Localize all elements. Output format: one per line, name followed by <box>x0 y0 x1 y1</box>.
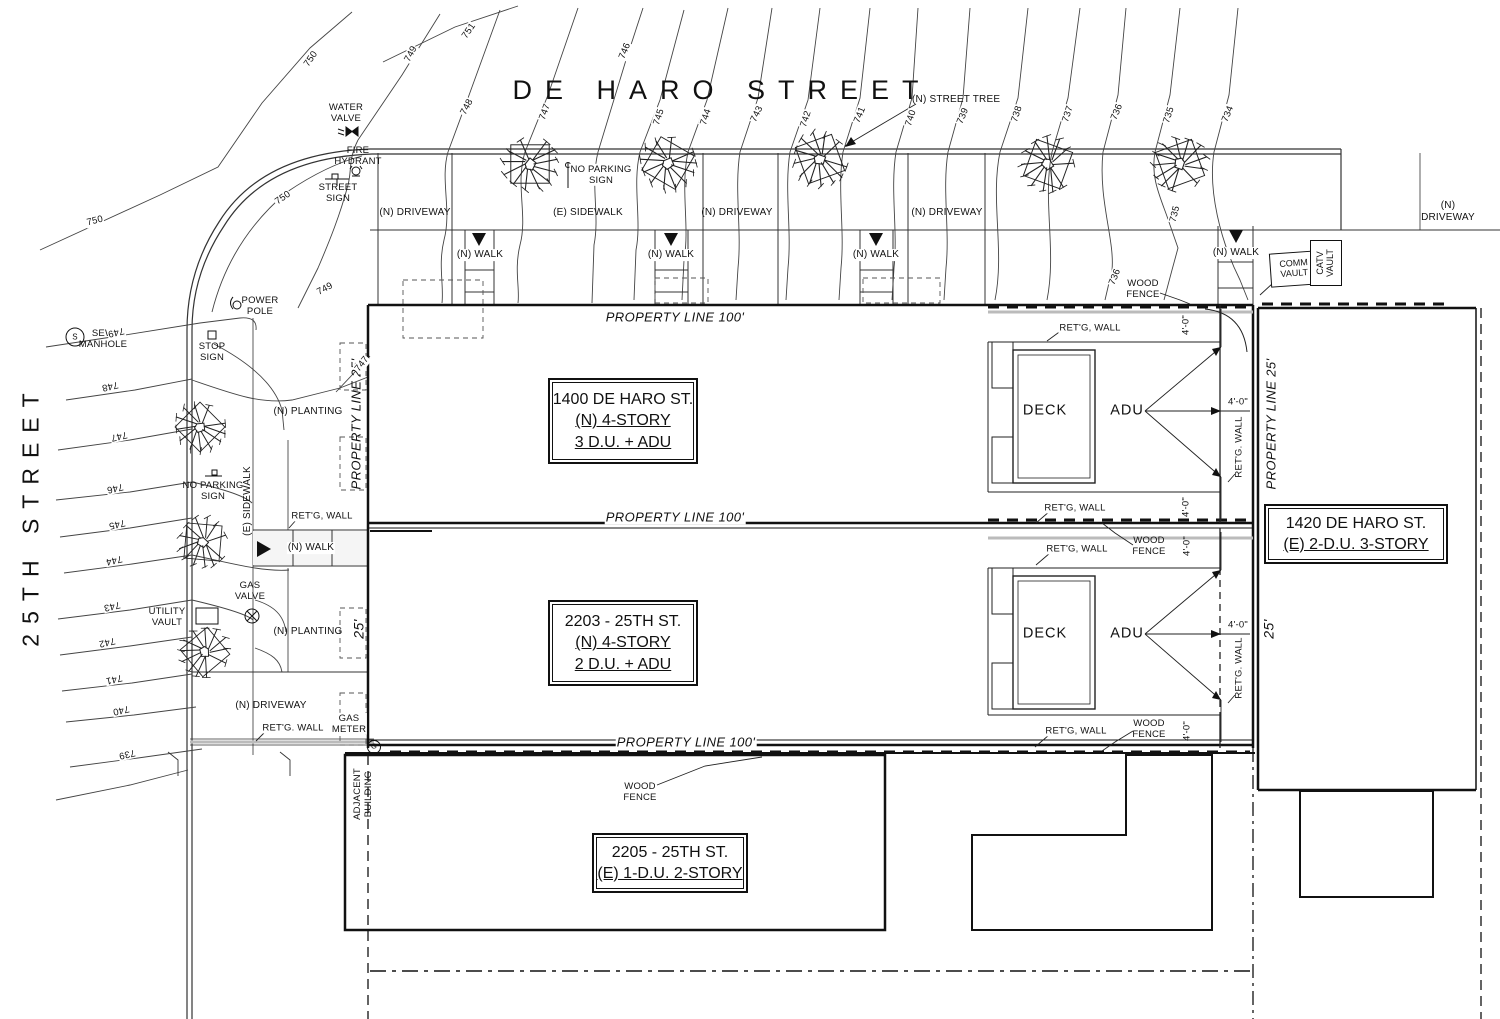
building-1420-line1: 1420 DE HARO ST. <box>1285 514 1427 532</box>
lot-1420 <box>1256 302 1482 1019</box>
walk-arrows <box>257 230 1243 557</box>
street-name-25th: 25TH STREET <box>17 383 44 647</box>
dim-4-0-3: 4'-0" <box>1180 497 1192 517</box>
label-retg-wall-3: RET'G, WALL <box>1045 543 1109 555</box>
label-n-street-tree: (N) STREET TREE <box>912 94 1001 106</box>
property-line-top: PROPERTY LINE 100' <box>604 309 746 325</box>
label-fire-hydrant: FIRE HYDRANT <box>334 144 382 167</box>
label-wood-fence-3: WOOD FENCE <box>1132 717 1166 740</box>
street-name-de-haro: DE HARO STREET <box>512 75 932 106</box>
label-retg-wall-4: RET'G, WALL <box>1044 725 1108 737</box>
label-retg-wall-vert-2: RET'G. WALL <box>1233 637 1245 699</box>
curb-lines <box>186 148 1500 1019</box>
property-line-right-25: PROPERTY LINE 25' <box>1263 358 1279 490</box>
building-label-1420: 1420 DE HARO ST. (E) 2-D.U. 3-STORY <box>1264 504 1448 564</box>
rear-yard-upper <box>987 292 1253 524</box>
label-stop-sign: STOP SIGN <box>198 340 226 363</box>
dim-arrows-upper <box>1211 347 1221 477</box>
label-gas-meter-g: G <box>370 741 378 751</box>
label-sew-manhole: SEW MANHOLE <box>78 327 128 350</box>
label-no-parking-left: NO PARKING SIGN <box>182 479 244 502</box>
building-1400-line2: (N) 4-STORY <box>575 412 671 430</box>
street-tree-arrow <box>845 137 856 147</box>
dim-4-0-4: 4'-0" <box>1181 536 1193 556</box>
label-n-driveway-2: (N) DRIVEWAY <box>701 207 773 219</box>
building-2205-line2: (E) 1-D.U. 2-STORY <box>597 865 743 882</box>
utility-symbols <box>65 126 571 754</box>
dim-arrows-lower <box>1211 570 1221 700</box>
label-no-parking-top: NO PARKING SIGN <box>569 163 633 187</box>
label-e-sidewalk-top: (E) SIDEWALK <box>553 207 623 219</box>
label-gas-meter: GAS METER <box>330 712 368 736</box>
property-line-middle: PROPERTY LINE 100' <box>604 509 746 525</box>
building-1400-line3: 3 D.U. + ADU <box>574 433 672 451</box>
building-2205-line1: 2205 - 25TH ST. <box>611 843 729 861</box>
building-2203-line1: 2203 - 25TH ST. <box>564 613 682 631</box>
label-comm-vault: COMM VAULT <box>1279 257 1309 279</box>
building-label-2203: 2203 - 25TH ST. (N) 4-STORY 2 D.U. + ADU <box>548 600 698 686</box>
property-lines <box>345 303 1255 1019</box>
label-retg-wall-bottom-left: RET'G. WALL <box>261 722 325 734</box>
label-n-walk-2: (N) WALK <box>646 249 696 261</box>
building-2203-line3: 2 D.U. + ADU <box>574 655 672 673</box>
label-adjacent-building: ADJACENT BUILDING <box>351 768 374 820</box>
catv-vault-box: CATV VAULT <box>1310 240 1342 286</box>
label-n-driveway-3: (N) DRIVEWAY <box>911 207 983 219</box>
building-2203-line2: (N) 4-STORY <box>575 634 671 652</box>
label-retg-wall-2: RET'G, WALL <box>1043 502 1107 514</box>
dim-4-0-1: 4'-0" <box>1180 315 1192 335</box>
dim-4-0-2: 4'-0" <box>1227 396 1249 408</box>
label-catv-vault: CATV VAULT <box>1315 249 1335 277</box>
label-power-pole: POWER POLE <box>241 294 279 317</box>
building-1400-line1: 1400 DE HARO ST. <box>552 391 694 409</box>
label-deck-2: DECK <box>1022 625 1068 642</box>
label-wood-fence-4: WOOD FENCE <box>623 780 657 803</box>
property-line-left-25: PROPERTY LINE 25' <box>348 358 364 490</box>
lot-2205 <box>343 753 1213 932</box>
label-n-walk-left: (N) WALK <box>286 542 336 554</box>
label-n-walk-1: (N) WALK <box>455 249 505 261</box>
building-label-1400: 1400 DE HARO ST. (N) 4-STORY 3 D.U. + AD… <box>548 378 698 464</box>
label-e-sidewalk-left: (E) SIDEWALK <box>242 466 254 536</box>
walk-driveway-lines <box>167 153 1421 776</box>
dim-4-0-6: 4'-0" <box>1181 721 1193 741</box>
label-retg-wall-vert-1: RET'G. WALL <box>1233 416 1245 478</box>
dim-25-left: 25' <box>350 619 367 639</box>
dim-4-0-5: 4'-0" <box>1227 619 1249 631</box>
label-wood-fence-2: WOOD FENCE <box>1132 534 1166 557</box>
label-n-driveway-left: (N) DRIVEWAY <box>235 700 307 712</box>
label-n-driveway-1: (N) DRIVEWAY <box>379 207 451 219</box>
label-manhole-s: S <box>72 332 78 342</box>
property-line-bottom: PROPERTY LINE 100' <box>615 734 757 750</box>
label-water-valve: WATER VALVE <box>328 101 364 124</box>
label-n-walk-3: (N) WALK <box>851 249 901 261</box>
label-n-walk-4: (N) WALK <box>1211 247 1261 259</box>
label-retg-wall-1: RET'G, WALL <box>1058 322 1122 334</box>
building-1420-line2: (E) 2-D.U. 3-STORY <box>1283 536 1429 553</box>
label-adu-1: ADU <box>1110 402 1144 419</box>
contour-lines-left <box>45 317 371 801</box>
building-label-2205: 2205 - 25TH ST. (E) 1-D.U. 2-STORY <box>592 833 748 893</box>
label-deck-1: DECK <box>1022 402 1068 419</box>
label-n-driveway-4: (N) DRIVEWAY <box>1421 200 1475 223</box>
label-utility-vault: UTILITY VAULT <box>148 605 186 628</box>
label-wood-fence-1: WOOD FENCE <box>1126 277 1160 300</box>
dim-25-right: 25' <box>1260 619 1277 639</box>
rear-yard-lower <box>987 522 1253 752</box>
label-n-planting-1: (N) PLANTING <box>273 406 343 418</box>
label-street-sign: STREET SIGN <box>318 181 358 204</box>
label-adu-2: ADU <box>1110 625 1144 642</box>
label-gas-valve: GAS VALVE <box>234 579 266 602</box>
label-retg-wall-left: RET'G, WALL <box>290 510 354 522</box>
label-n-planting-2: (N) PLANTING <box>273 626 343 638</box>
